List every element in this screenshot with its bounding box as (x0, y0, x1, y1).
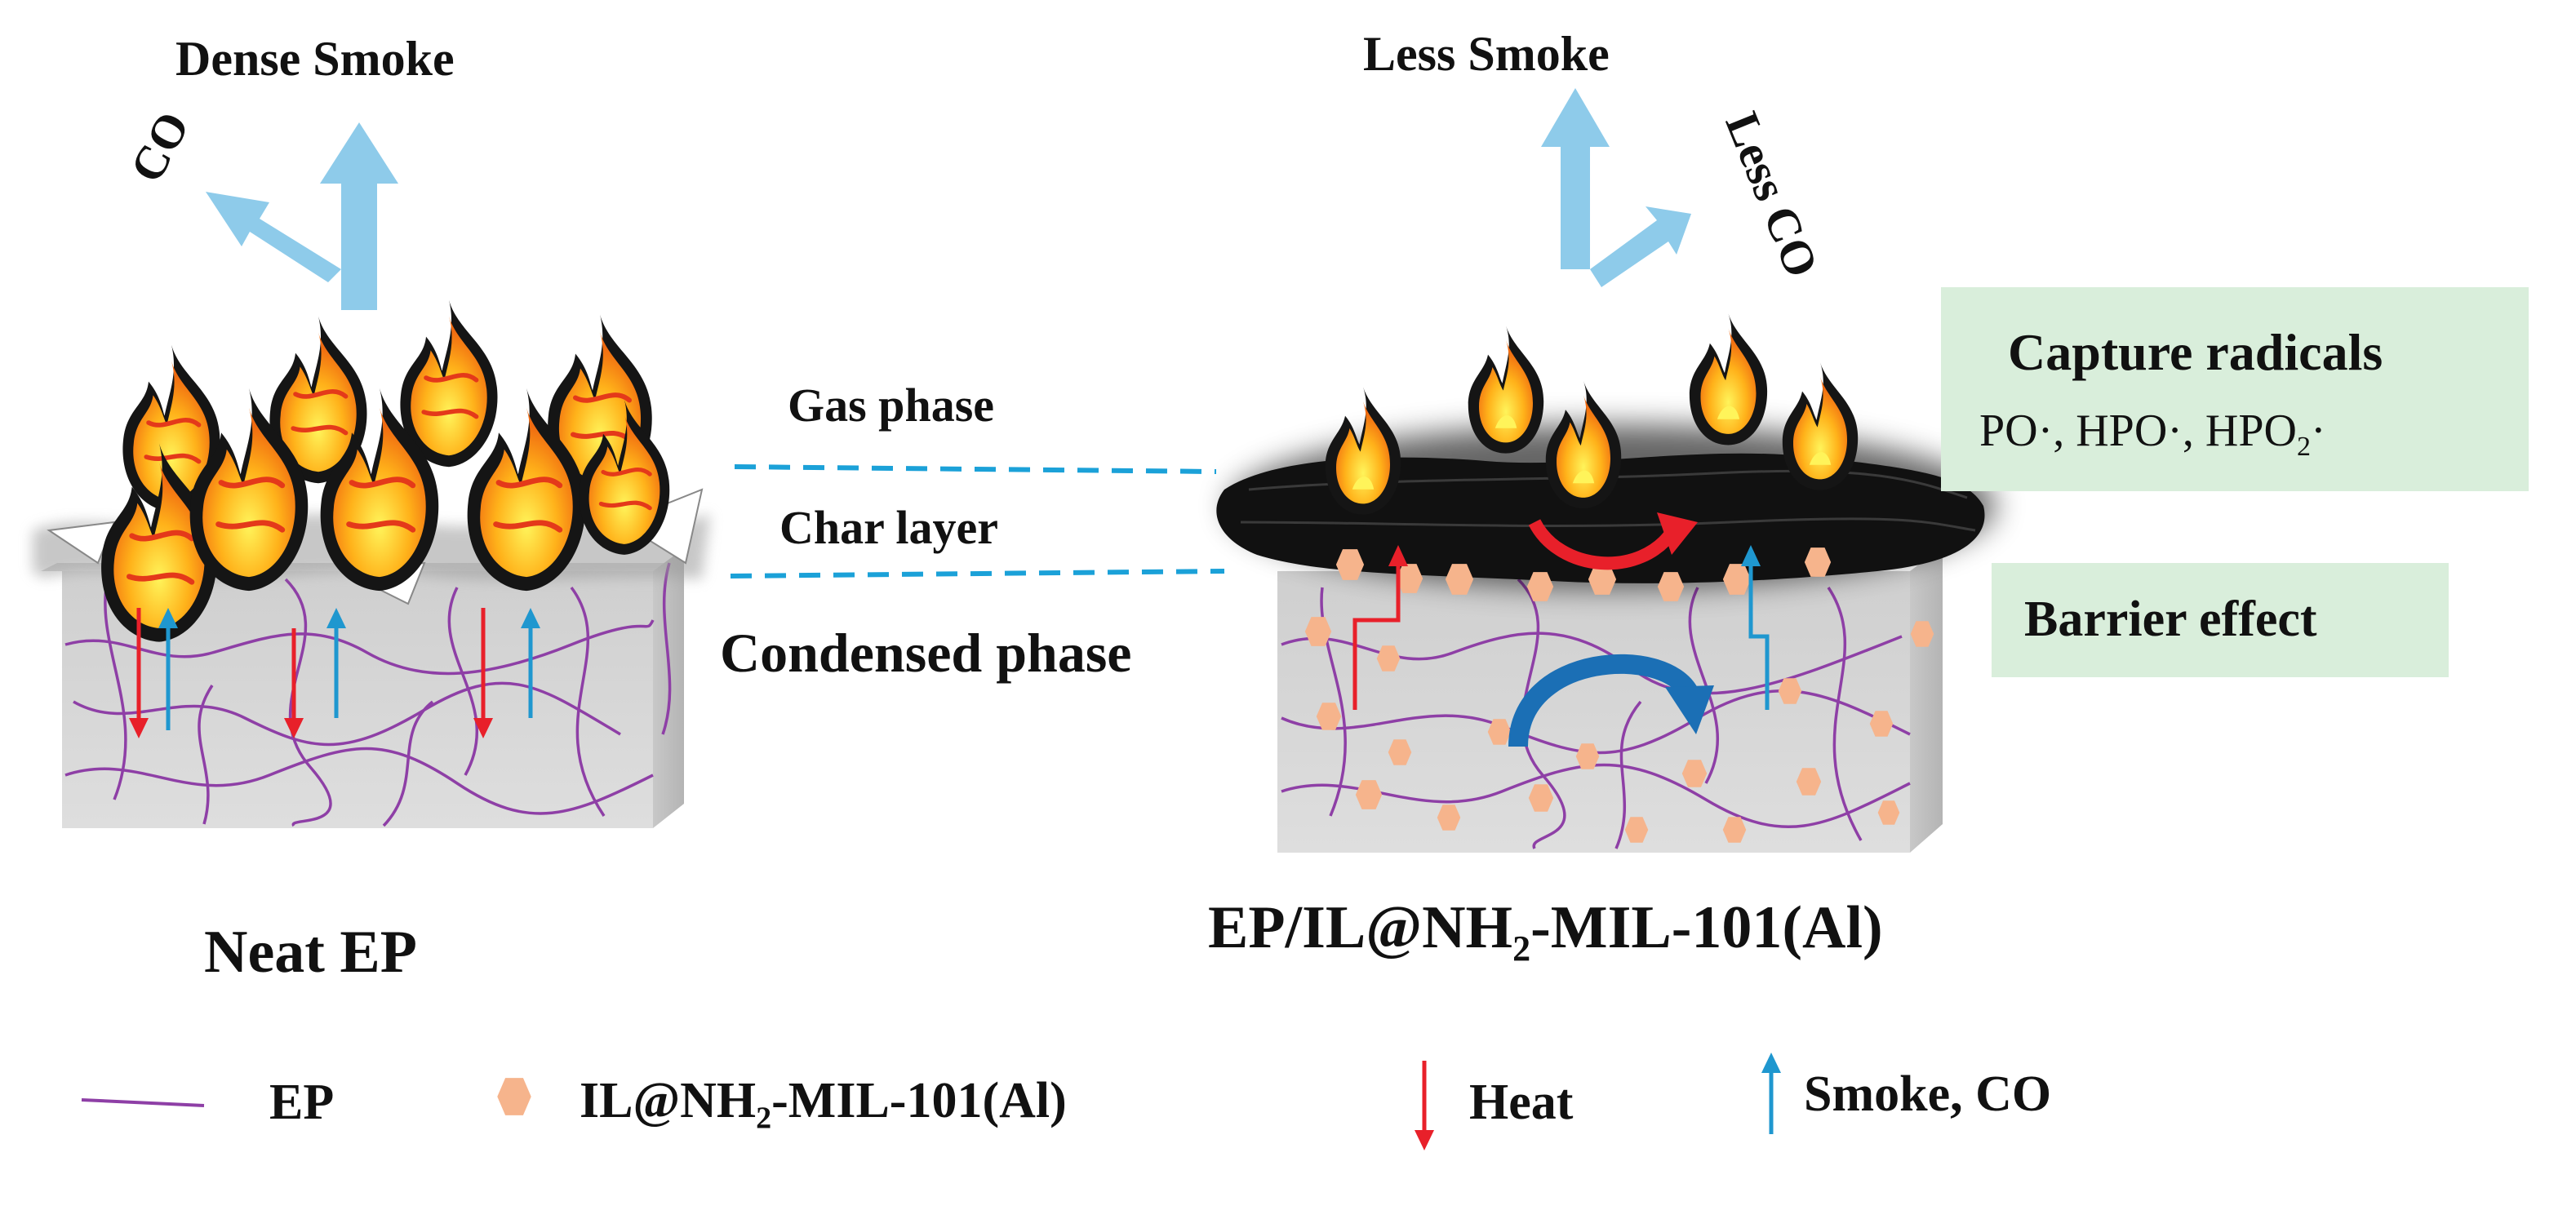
legend-heat-arrow-icon (1415, 1061, 1434, 1150)
composite-heat-smoke-arrows (1352, 545, 1770, 710)
legend-particle-suffix: -MIL-101(Al) (771, 1073, 1067, 1128)
co-arrow (206, 192, 341, 282)
gas-phase-label: Gas phase (788, 379, 995, 432)
legend-ep-label: EP (269, 1075, 335, 1130)
composite-front-face (1277, 571, 1910, 853)
phase-divider-lines (730, 464, 1225, 578)
dense-smoke-arrow (320, 122, 398, 310)
neat-ep-heat-smoke-arrows (129, 608, 540, 738)
legend-particle-subscript: 2 (756, 1101, 772, 1136)
legend-symbols (81, 1053, 1781, 1150)
composite-polymer-chains (1281, 578, 1911, 849)
composite-label-subscript: 2 (1512, 928, 1531, 969)
composite-label-suffix: -MIL-101(Al) (1530, 894, 1883, 961)
legend-particle-prefix: IL@NH (580, 1073, 757, 1128)
capture-radicals-box (1941, 287, 2529, 491)
capture-species-part-b: · (2310, 406, 2326, 456)
composite-label: EP/IL@NH2-MIL-101(Al) (1208, 898, 1883, 967)
radical-cycle-arrow (1528, 512, 1698, 570)
less-co-arrow (1590, 206, 1691, 287)
less-smoke-label: Less Smoke (1363, 27, 1610, 81)
char-layer-label: Char layer (779, 501, 998, 554)
legend-ep-line-icon (81, 1098, 205, 1107)
legend-particle-icon (497, 1078, 531, 1115)
barrier-effect-box (1992, 563, 2449, 677)
legend-smoke-co-label: Smoke, CO (1804, 1066, 2052, 1122)
composite-block (1216, 424, 1996, 853)
char-layer (1216, 453, 1985, 583)
char-condensed-divider (730, 569, 1225, 578)
less-smoke-arrow (1541, 88, 1610, 269)
neat-ep-front-face (62, 571, 653, 828)
condensed-phase-label: Condensed phase (720, 622, 1132, 684)
barrier-arrow (1508, 654, 1714, 747)
composite-side-face (1910, 547, 1943, 853)
neat-ep-polymer-chains (64, 562, 672, 827)
capture-radicals-title: Capture radicals (2008, 323, 2383, 381)
legend-heat-label: Heat (1469, 1075, 1574, 1130)
gas-char-divider (734, 464, 1217, 474)
composite-smoke-arrows (1541, 88, 1691, 287)
dense-smoke-label: Dense Smoke (175, 32, 455, 86)
neat-ep-label: Neat EP (204, 919, 417, 986)
capture-species-subscript: 2 (2296, 432, 2311, 463)
capture-radicals-species: PO·, HPO·, HPO2· (1979, 408, 2326, 461)
barrier-effect-label: Barrier effect (2024, 592, 2317, 647)
capture-species-part-a: PO·, HPO·, HPO (1979, 406, 2297, 456)
composite-label-prefix: EP/IL@NH (1208, 894, 1513, 961)
legend-particle-label: IL@NH2-MIL-101(Al) (580, 1075, 1067, 1133)
legend-smoke-arrow-icon (1761, 1053, 1781, 1134)
neat-ep-smoke-arrows (206, 122, 398, 310)
